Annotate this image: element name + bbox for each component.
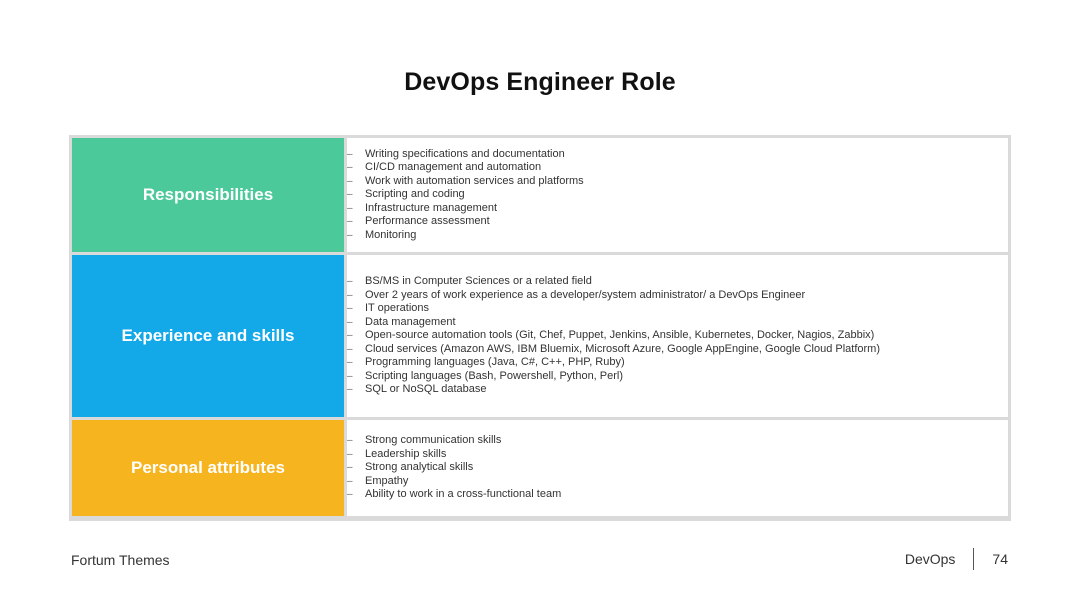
role-table: Responsibilities Writing specifications … xyxy=(69,135,1011,521)
list-item: Open-source automation tools (Git, Chef,… xyxy=(347,329,1008,343)
list-item: CI/CD management and automation xyxy=(347,161,1008,175)
list-item: Monitoring xyxy=(347,229,1008,243)
list-item: Strong communication skills xyxy=(347,434,1008,448)
row-content-personal: Strong communication skillsLeadership sk… xyxy=(347,420,1008,516)
list-item: Ability to work in a cross-functional te… xyxy=(347,488,1008,502)
table-row-experience: Experience and skills BS/MS in Computer … xyxy=(72,255,1008,417)
list-item: Infrastructure management xyxy=(347,202,1008,216)
footer-section: DevOps xyxy=(904,551,956,567)
list-item: Writing specifications and documentation xyxy=(347,148,1008,162)
row-label-personal: Personal attributes xyxy=(72,420,344,516)
list-item: Over 2 years of work experience as a dev… xyxy=(347,289,1008,303)
list-item: Programming languages (Java, C#, C++, PH… xyxy=(347,356,1008,370)
footer-divider xyxy=(973,548,975,570)
responsibilities-list: Writing specifications and documentation… xyxy=(347,148,1008,243)
table-row-responsibilities: Responsibilities Writing specifications … xyxy=(72,138,1008,252)
row-content-responsibilities: Writing specifications and documentation… xyxy=(347,138,1008,252)
personal-list: Strong communication skillsLeadership sk… xyxy=(347,434,1008,502)
list-item: Scripting and coding xyxy=(347,188,1008,202)
list-item: Leadership skills xyxy=(347,448,1008,462)
list-item: Data management xyxy=(347,316,1008,330)
list-item: Scripting languages (Bash, Powershell, P… xyxy=(347,370,1008,384)
list-item: BS/MS in Computer Sciences or a related … xyxy=(347,275,1008,289)
list-item: Work with automation services and platfo… xyxy=(347,175,1008,189)
page-number: 74 xyxy=(992,551,1008,567)
row-content-experience: BS/MS in Computer Sciences or a related … xyxy=(347,255,1008,417)
row-label-responsibilities: Responsibilities xyxy=(72,138,344,252)
row-label-experience: Experience and skills xyxy=(72,255,344,417)
experience-list: BS/MS in Computer Sciences or a related … xyxy=(347,275,1008,397)
list-item: Cloud services (Amazon AWS, IBM Bluemix,… xyxy=(347,343,1008,357)
list-item: Empathy xyxy=(347,475,1008,489)
slide-title: DevOps Engineer Role xyxy=(404,68,676,96)
footer-brand: Fortum Themes xyxy=(71,552,170,568)
list-item: Strong analytical skills xyxy=(347,461,1008,475)
table-row-personal: Personal attributes Strong communication… xyxy=(72,420,1008,516)
list-item: IT operations xyxy=(347,302,1008,316)
footer-right: DevOps 74 xyxy=(905,548,1008,570)
list-item: SQL or NoSQL database xyxy=(347,383,1008,397)
list-item: Performance assessment xyxy=(347,215,1008,229)
